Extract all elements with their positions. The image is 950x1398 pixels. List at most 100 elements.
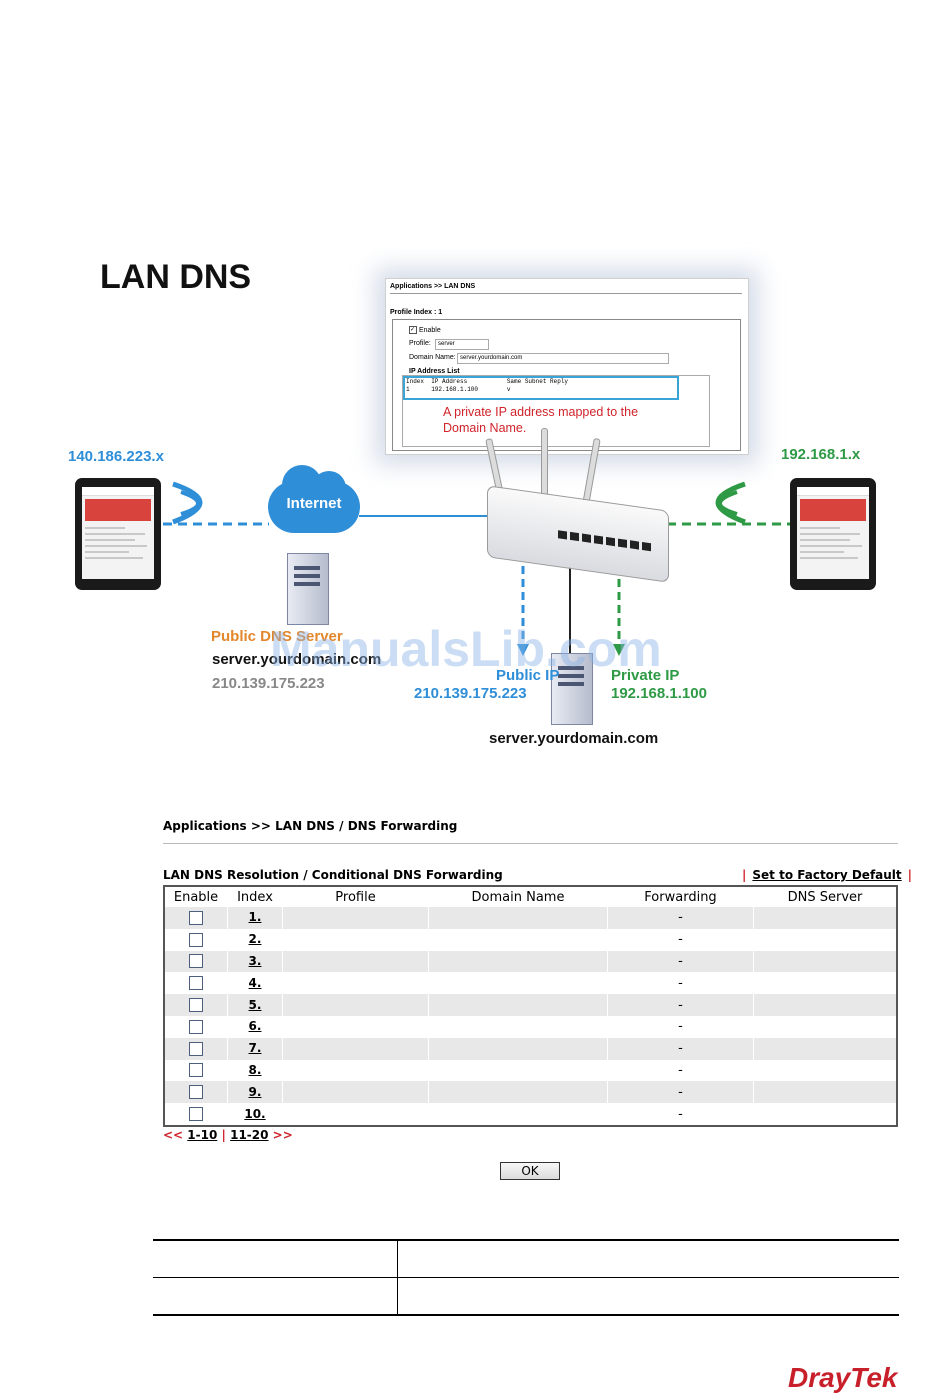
pager-page-11-20[interactable]: 11-20 xyxy=(230,1128,269,1142)
table-row: 6.- xyxy=(164,1015,898,1038)
forwarding-cell: - xyxy=(607,950,754,973)
enable-checkbox[interactable] xyxy=(189,1063,203,1078)
enable-cell xyxy=(164,972,228,995)
enable-cell xyxy=(164,1081,228,1104)
enable-checkbox[interactable] xyxy=(189,910,203,925)
dns-server-cell xyxy=(753,1015,898,1038)
dns-server-cell xyxy=(753,972,898,995)
screenshot-breadcrumb: Applications >> LAN DNS xyxy=(390,283,742,294)
domain-name-cell xyxy=(428,950,608,973)
screenshot-list-row: 1 192.168.1.100 v xyxy=(406,386,511,393)
index-link[interactable]: 2. xyxy=(248,932,262,947)
index-link[interactable]: 3. xyxy=(248,953,262,968)
lan-dns-diagram: LAN DNS Applications >> LAN DNS Profile … xyxy=(55,248,915,758)
index-link[interactable]: 8. xyxy=(248,1062,262,1077)
index-link[interactable]: 6. xyxy=(248,1019,262,1034)
domain-name-cell xyxy=(428,1081,608,1104)
domain-name-cell xyxy=(428,1059,608,1082)
screenshot-profile-field: server xyxy=(435,339,489,350)
table-row: 8.- xyxy=(164,1059,898,1082)
index-cell: 6. xyxy=(227,1015,283,1038)
index-cell: 1. xyxy=(227,907,283,929)
public-dns-domain: server.yourdomain.com xyxy=(212,651,382,668)
profile-cell xyxy=(282,972,429,995)
index-link[interactable]: 1. xyxy=(248,910,262,925)
enable-cell xyxy=(164,1059,228,1082)
dns-server-cell xyxy=(753,1059,898,1082)
router-antenna xyxy=(541,428,548,500)
enable-checkbox[interactable] xyxy=(189,998,203,1013)
profile-cell xyxy=(282,1103,429,1126)
table-column-divider xyxy=(397,1241,398,1314)
server-domain-label: server.yourdomain.com xyxy=(489,730,659,747)
column-header: Profile xyxy=(282,886,429,907)
screenshot-ip-list-label: IP Address List xyxy=(409,368,460,375)
forwarding-cell: - xyxy=(607,1081,754,1104)
domain-name-cell xyxy=(428,1015,608,1038)
public-dns-server-icon xyxy=(287,553,329,625)
index-link[interactable]: 10. xyxy=(244,1106,266,1121)
dns-server-cell xyxy=(753,950,898,973)
index-link[interactable]: 4. xyxy=(248,975,262,990)
forwarding-cell: - xyxy=(607,928,754,951)
factory-default-link-group: | Set to Factory Default | xyxy=(742,868,912,882)
enable-checkbox[interactable] xyxy=(189,1085,203,1100)
breadcrumb: Applications >> LAN DNS / DNS Forwarding xyxy=(163,819,458,833)
enable-cell xyxy=(164,1037,228,1060)
enable-checkbox[interactable] xyxy=(189,954,203,969)
annotation: A private IP address mapped to the Domai… xyxy=(443,404,638,436)
domain-name-cell xyxy=(428,972,608,995)
index-link[interactable]: 9. xyxy=(248,1084,262,1099)
pager-page-1-10[interactable]: 1-10 xyxy=(187,1128,218,1142)
pager-prev[interactable]: << xyxy=(163,1128,184,1142)
table-row: 2. - xyxy=(164,928,898,951)
enable-checkbox[interactable] xyxy=(189,932,203,947)
ok-button[interactable]: OK xyxy=(500,1162,560,1180)
enable-checkbox[interactable] xyxy=(189,1107,203,1122)
enable-cell xyxy=(164,907,228,929)
checkbox-icon: ✓ xyxy=(409,326,417,334)
index-link[interactable]: 7. xyxy=(248,1041,262,1056)
watermark: ManualsLib.com xyxy=(270,621,662,677)
column-header: Domain Name xyxy=(428,886,608,907)
left-ip-label: 140.186.223.x xyxy=(68,448,164,465)
profile-cell xyxy=(282,994,429,1016)
screenshot-domain-field: server.yourdomain.com xyxy=(457,353,669,364)
enable-checkbox[interactable] xyxy=(189,976,203,991)
profile-cell xyxy=(282,1015,429,1038)
screenshot-domain-label: Domain Name: xyxy=(409,354,456,361)
index-cell: 4. xyxy=(227,972,283,995)
dns-table: Enable Index Profile Domain Name Forward… xyxy=(163,885,898,1127)
dns-server-cell xyxy=(753,1037,898,1060)
index-link[interactable]: 5. xyxy=(248,997,262,1012)
enable-checkbox[interactable] xyxy=(189,1041,203,1056)
column-header: DNS Server xyxy=(753,886,898,907)
table-row: 1.- xyxy=(164,907,898,929)
profile-cell xyxy=(282,1081,429,1104)
separator: | xyxy=(742,868,747,882)
public-ip-value: 210.139.175.223 xyxy=(414,685,527,702)
table-header-row: Enable Index Profile Domain Name Forward… xyxy=(164,886,898,907)
embedded-screenshot: Applications >> LAN DNS Profile Index : … xyxy=(385,278,749,455)
section-title: LAN DNS Resolution / Conditional DNS For… xyxy=(163,868,503,882)
table-row: 4.- xyxy=(164,972,898,995)
table-divider xyxy=(153,1277,899,1278)
annotation-line2: Domain Name. xyxy=(443,421,527,435)
draytek-logo: DrayTek xyxy=(788,1362,898,1393)
table-row: 5. - xyxy=(164,994,898,1016)
separator: | xyxy=(907,868,913,882)
index-cell: 7. xyxy=(227,1037,283,1060)
table-row: 7.- xyxy=(164,1037,898,1060)
forwarding-cell: - xyxy=(607,994,754,1016)
highlight-box xyxy=(403,376,679,400)
screenshot-profile-index: Profile Index : 1 xyxy=(390,309,443,316)
dns-server-cell xyxy=(753,1081,898,1104)
internet-label: Internet xyxy=(286,495,342,512)
domain-name-cell xyxy=(428,1103,608,1126)
pager-next[interactable]: >> xyxy=(272,1128,293,1142)
enable-checkbox[interactable] xyxy=(189,1019,203,1034)
set-factory-default-link[interactable]: Set to Factory Default xyxy=(752,868,902,882)
right-tablet xyxy=(790,478,876,590)
index-cell: 2. xyxy=(227,928,283,951)
domain-name-cell xyxy=(428,1037,608,1060)
